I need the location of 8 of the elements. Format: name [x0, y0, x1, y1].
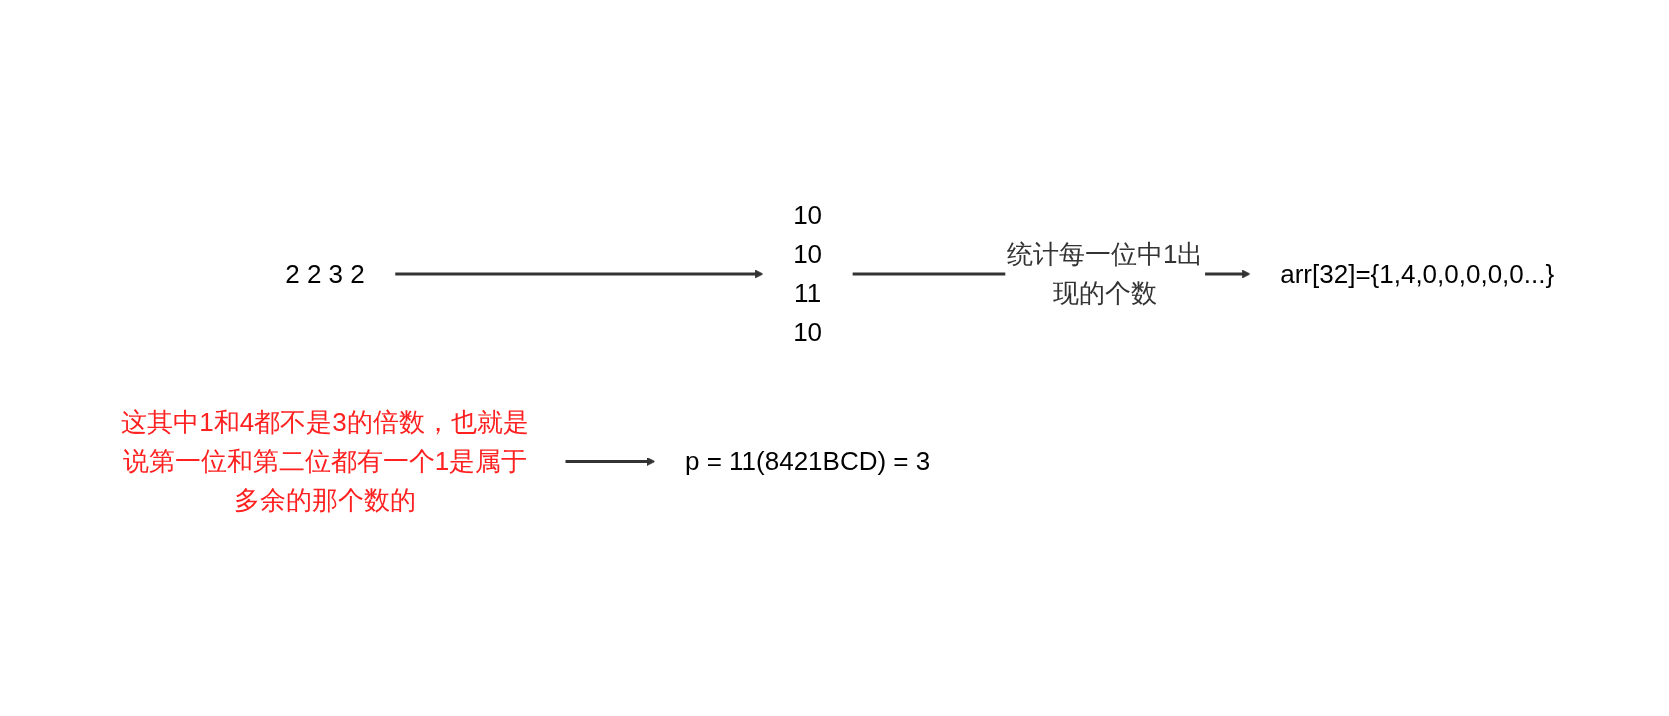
edge-label: 统计每一位中1出现的个数 — [1006, 239, 1204, 308]
node-text: 2 2 3 2 — [285, 258, 365, 289]
arrow — [564, 457, 656, 466]
node-text: 10 10 11 10 — [793, 200, 822, 347]
node-text: 这其中1和4都不是3的倍数，也就是说第一位和第二位都有一个1是属于多余的那个数的 — [121, 407, 529, 515]
arrow — [394, 269, 764, 279]
node-text: p = 11(8421BCD) = 3 — [684, 446, 931, 476]
node-text: arr[32]={1,4,0,0,0,0,0...} — [1280, 258, 1555, 289]
